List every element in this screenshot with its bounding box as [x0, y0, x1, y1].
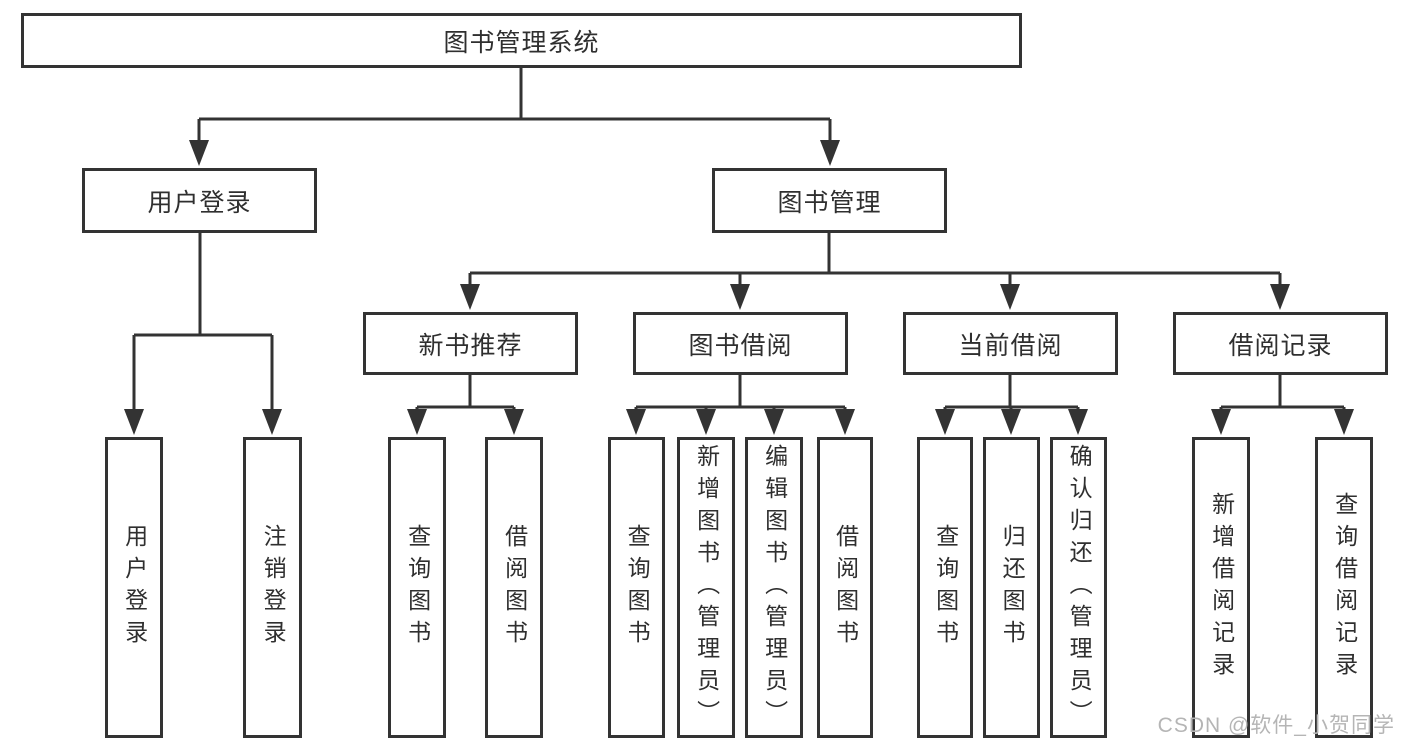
- leaf-confirm-return-admin: 确认归还（管理员）: [1050, 437, 1107, 738]
- leaf-logout: 注销登录: [243, 437, 302, 738]
- leaf-query-books-recommend: 查询图书: [388, 437, 446, 738]
- node-user-login-branch: 用户登录: [82, 168, 317, 233]
- leaf-borrow-books-recommend: 借阅图书: [485, 437, 543, 738]
- leaf-add-borrow-record: 新增借阅记录: [1192, 437, 1250, 738]
- node-current-borrowing: 当前借阅: [903, 312, 1118, 375]
- node-book-borrowing: 图书借阅: [633, 312, 848, 375]
- node-book-management-branch: 图书管理: [712, 168, 947, 233]
- node-new-book-recommendation: 新书推荐: [363, 312, 578, 375]
- leaf-return-books: 归还图书: [983, 437, 1040, 738]
- leaf-query-books-current: 查询图书: [917, 437, 973, 738]
- node-borrowing-records: 借阅记录: [1173, 312, 1388, 375]
- leaf-edit-books-admin: 编辑图书（管理员）: [745, 437, 803, 738]
- leaf-query-borrow-record: 查询借阅记录: [1315, 437, 1373, 738]
- leaf-user-login: 用户登录: [105, 437, 163, 738]
- leaf-query-books-borrowing: 查询图书: [608, 437, 665, 738]
- leaf-borrow-books-borrowing: 借阅图书: [817, 437, 873, 738]
- csdn-watermark: CSDN @软件_小贺同学: [1157, 714, 1395, 737]
- leaf-add-books-admin: 新增图书（管理员）: [677, 437, 735, 738]
- node-library-management-system: 图书管理系统: [21, 13, 1022, 68]
